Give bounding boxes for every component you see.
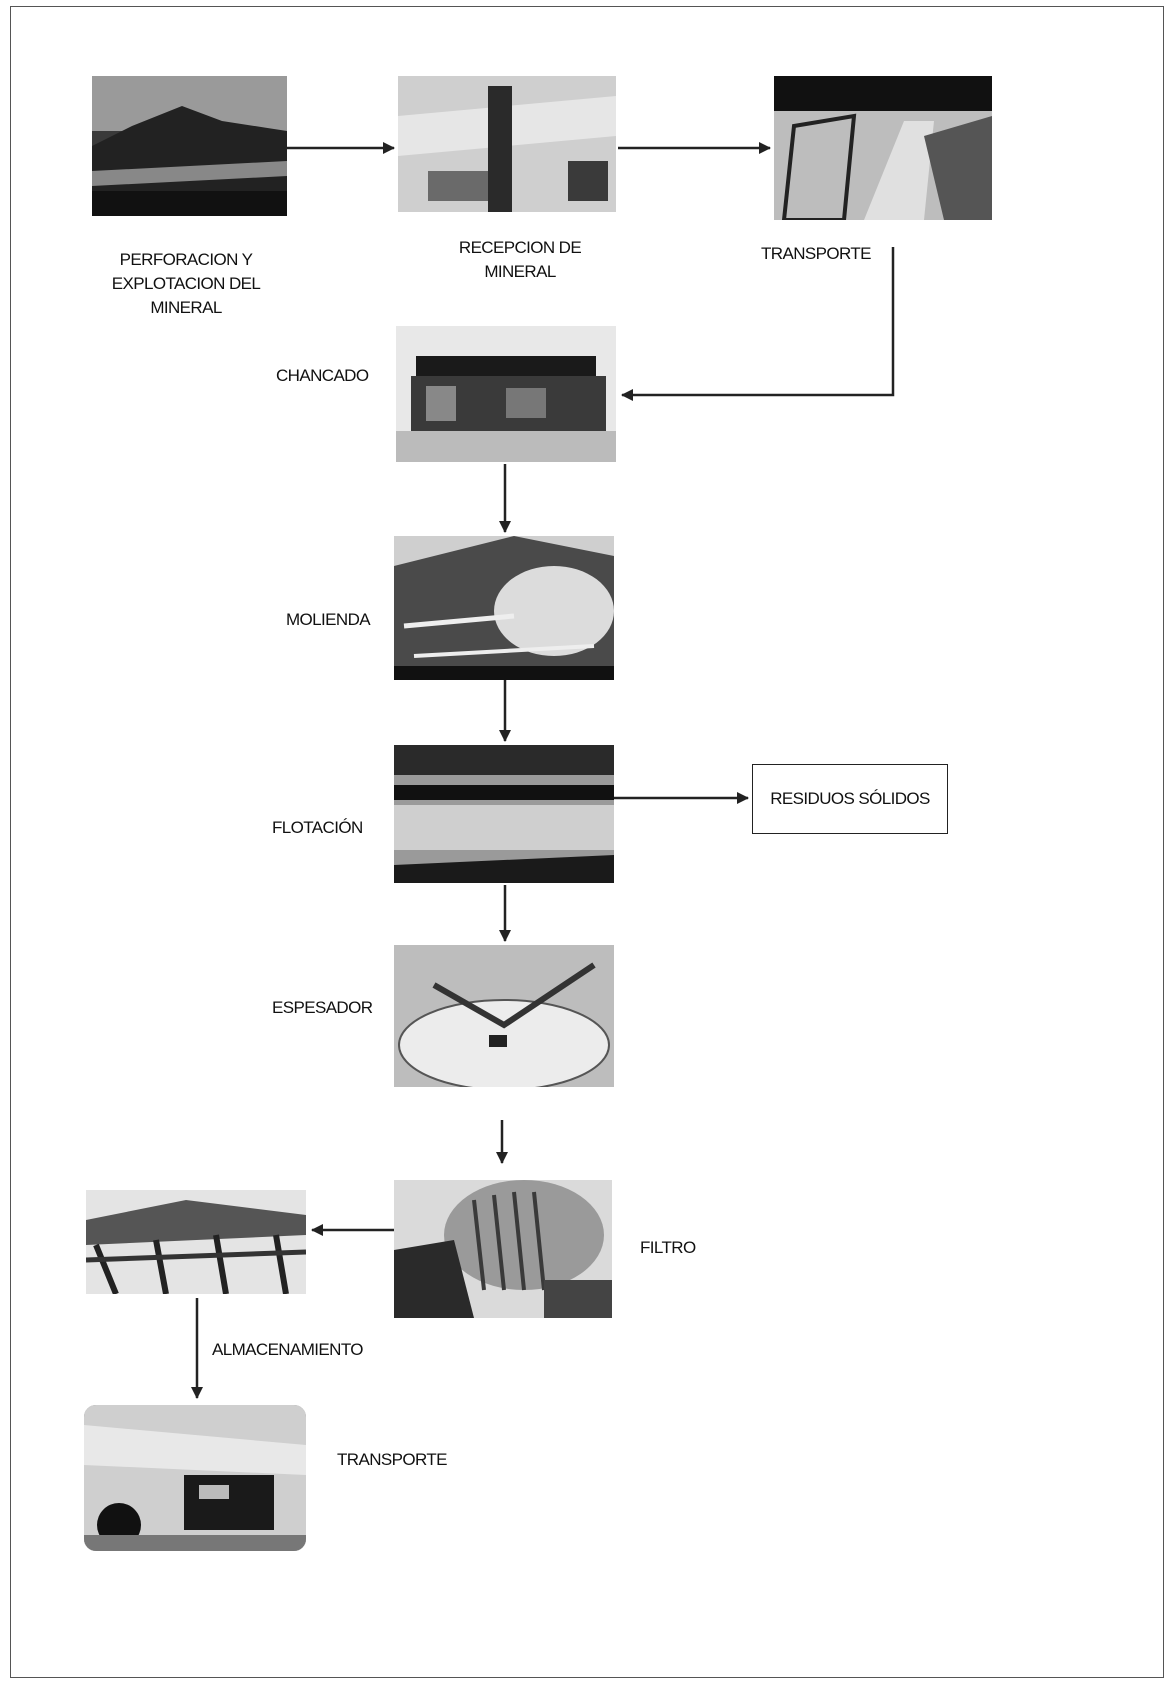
- photo-transporte-2: [84, 1405, 306, 1551]
- page-frame: [10, 6, 1164, 1678]
- box-residuos-solidos: RESIDUOS SÓLIDOS: [752, 764, 948, 834]
- arrow-transporte-chancado: [621, 247, 895, 401]
- label-filtro: FILTRO: [640, 1238, 696, 1257]
- photo-chancado: [396, 326, 616, 462]
- photo-almacenamiento: [86, 1190, 306, 1294]
- photo-recepcion: [398, 76, 616, 212]
- photo-transporte-1: [774, 76, 992, 220]
- label-transporte-2: TRANSPORTE: [337, 1450, 447, 1469]
- label-espesador: ESPESADOR: [272, 998, 373, 1017]
- label-chancado: CHANCADO: [276, 366, 369, 385]
- label-perforacion: PERFORACION Y EXPLOTACION DEL MINERAL: [111, 250, 261, 317]
- label-almacenamiento: ALMACENAMIENTO: [212, 1340, 364, 1359]
- photo-perforacion: [92, 76, 287, 216]
- label-transporte-1: TRANSPORTE: [761, 244, 871, 263]
- photo-flotacion: [394, 745, 614, 883]
- label-flotacion: FLOTACIÓN: [272, 818, 363, 837]
- label-recepcion: RECEPCION DE MINERAL: [458, 238, 582, 281]
- photo-molienda: [394, 536, 614, 680]
- label-molienda: MOLIENDA: [286, 610, 371, 629]
- photo-filtro: [394, 1180, 612, 1318]
- photo-espesador: [394, 945, 614, 1087]
